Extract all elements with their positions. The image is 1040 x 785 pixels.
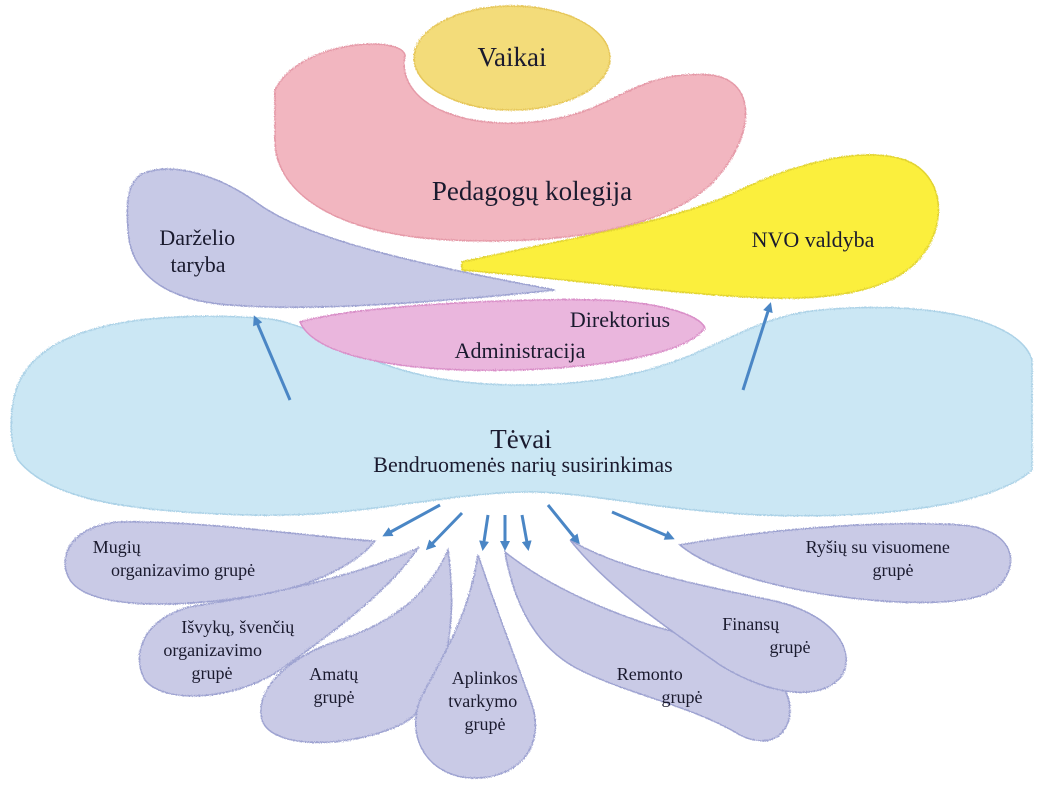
group-finansu-line-2: grupė (770, 637, 811, 657)
arrow-to-remonto (520, 514, 532, 551)
arrow-to-taryba (253, 315, 292, 401)
nvo-label: NVO valdyba (752, 227, 875, 252)
group-remonto-line-1: Remonto (617, 664, 683, 684)
taryba-shape (126, 168, 556, 308)
group-mugiu-line-1: Mugių (93, 537, 142, 557)
group-isvyku-label: Išvykų, švenčių organizavimo grupė (163, 617, 298, 683)
group-amatu-line-1: Amatų (309, 664, 359, 684)
arrow-to-mugiu (382, 503, 441, 537)
group-aplinkos-shape (414, 554, 537, 779)
group-amatu-label: Amatų grupė (309, 664, 363, 707)
group-aplinkos-line-2: tvarkymo (448, 691, 517, 711)
arrow-to-finansu (546, 504, 580, 545)
administracija-label: Administracija (455, 338, 586, 363)
group-isvyku-line-1: Išvykų, švenčių (181, 617, 295, 637)
group-finansu-line-1: Finansų (722, 614, 780, 634)
group-rysiu-label: Ryšių su visuomene grupė (806, 537, 955, 580)
group-rysiu-line-2: grupė (873, 560, 914, 580)
group-finansu-shape (569, 539, 847, 693)
group-rysiu-shape (678, 522, 1012, 604)
group-mugiu-label: Mugių organizavimo grupė (93, 537, 255, 580)
taryba-label-line-1: Darželio (159, 225, 235, 250)
group-remonto-shape (503, 550, 791, 742)
tevai-label: Tėvai (490, 424, 551, 454)
group-aplinkos-label: Aplinkos tvarkymo grupė (448, 668, 522, 734)
vaikai-label: Vaikai (478, 42, 547, 72)
group-rysiu-line-1: Ryšių su visuomene (806, 537, 950, 557)
administracija-shape (298, 298, 706, 372)
arrow-to-nvo (741, 302, 773, 391)
vaikai-shape (413, 5, 611, 111)
group-isvyku-line-2: organizavimo (163, 640, 262, 660)
nvo-shape (461, 154, 940, 299)
kolegija-label: Pedagogų kolegija (432, 176, 632, 206)
group-isvyku-line-3: grupė (192, 663, 233, 683)
group-isvyku-shape (138, 546, 421, 697)
group-remonto-label: Remonto grupė (617, 664, 703, 707)
arrow-to-amatu (479, 514, 490, 551)
taryba-label-line-2: taryba (171, 252, 226, 277)
kolegija-shape (274, 43, 747, 242)
arrow-to-rysiu (611, 510, 675, 540)
taryba-label: Darželio taryba (159, 225, 240, 277)
group-finansu-label: Finansų grupė (722, 614, 810, 657)
arrow-to-isvyku (425, 511, 464, 551)
direktorius-label: Direktorius (570, 307, 670, 332)
group-aplinkos-line-1: Aplinkos (452, 668, 518, 688)
group-aplinkos-line-3: grupė (465, 714, 506, 734)
susirinkimas-label: Bendruomenės narių susirinkimas (373, 452, 672, 477)
group-mugiu-line-2: organizavimo grupė (111, 560, 255, 580)
group-remonto-line-2: grupė (662, 687, 703, 707)
group-amatu-line-2: grupė (314, 687, 355, 707)
